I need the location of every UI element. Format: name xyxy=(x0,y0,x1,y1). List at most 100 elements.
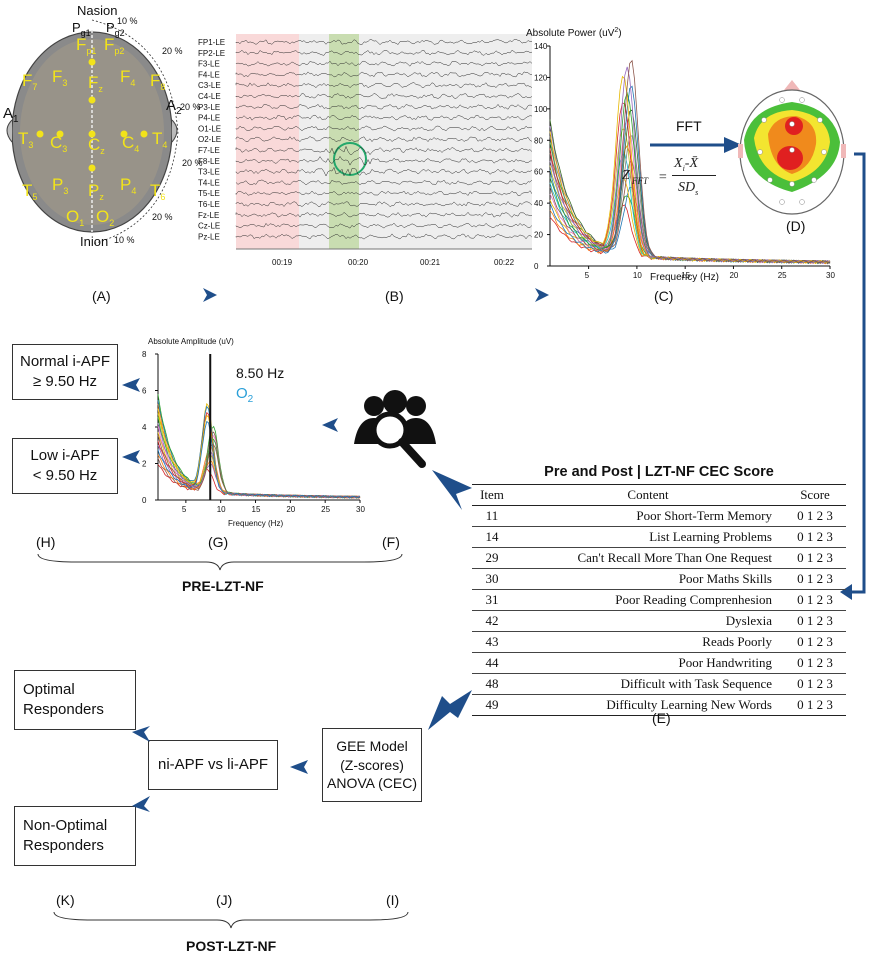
cec-score: 0 1 2 3 xyxy=(784,526,846,548)
x-tick: 20 xyxy=(729,271,738,280)
arrow-e-f xyxy=(432,470,472,510)
time-tick: 00:22 xyxy=(494,258,515,267)
eeg-channel-label: Fz-LE xyxy=(198,211,219,220)
electrode-label: Fp1 xyxy=(76,35,96,56)
eeg-trace xyxy=(235,136,532,143)
electrode-label: Fp2 xyxy=(104,35,124,56)
chart-g-xlabel: Frequency (Hz) xyxy=(228,519,283,528)
eeg-trace xyxy=(235,179,532,186)
pct20-1: 20 % xyxy=(162,46,183,56)
y-tick: 0 xyxy=(142,496,147,505)
y-tick: 6 xyxy=(142,387,147,396)
electrode-label: C4 xyxy=(122,133,139,154)
eeg-channel-label: P4-LE xyxy=(198,114,220,123)
x-tick: 25 xyxy=(321,505,330,514)
eeg-trace xyxy=(235,60,532,67)
eeg-channel-label: C4-LE xyxy=(198,92,221,101)
eeg-trace xyxy=(235,190,532,196)
y-tick: 120 xyxy=(534,73,548,82)
y-tick: 2 xyxy=(142,460,147,469)
cec-content: Difficult with Task Sequence xyxy=(512,673,784,695)
electrode-label: T4 xyxy=(152,129,167,150)
eeg-channel-label: O1-LE xyxy=(198,124,221,133)
x-tick: 10 xyxy=(217,505,226,514)
eeg-channel-label: Pz-LE xyxy=(198,232,220,241)
amplitude-spectrum-chart: Absolute Amplitude (uV) Frequency (Hz) 8… xyxy=(142,337,365,528)
y-tick: 20 xyxy=(534,231,543,240)
electrode-label: F3 xyxy=(52,67,67,88)
electrode-label: T3 xyxy=(18,129,33,150)
eeg-channel-label: T5-LE xyxy=(198,189,220,198)
normal-iapf-box: Normal i-APF≥ 9.50 Hz xyxy=(12,344,118,400)
spectrum-line xyxy=(157,431,361,499)
cec-content: Poor Maths Skills xyxy=(512,568,784,590)
electrode-label: P4 xyxy=(120,175,136,196)
nasion-label: Nasion xyxy=(77,3,117,18)
eeg-trace xyxy=(235,222,532,229)
eeg-trace xyxy=(235,211,532,218)
cec-score: 0 1 2 3 xyxy=(784,631,846,653)
arrow-g-h2 xyxy=(122,450,140,464)
eeg-trace xyxy=(235,145,532,156)
y-tick: 4 xyxy=(142,423,147,432)
inion-label: Inion xyxy=(80,234,108,249)
x-tick: 15 xyxy=(681,271,690,280)
eeg-channel-label: F4-LE xyxy=(198,70,220,79)
electrode-label: O2 xyxy=(96,207,114,228)
electrode-label: P3 xyxy=(52,175,68,196)
cec-item: 44 xyxy=(472,652,512,674)
cec-item: 42 xyxy=(472,610,512,632)
eeg-trace xyxy=(235,155,532,166)
eeg-trace xyxy=(235,49,532,56)
y-tick: 140 xyxy=(534,42,548,51)
y-tick: 40 xyxy=(534,199,543,208)
spectrum-line xyxy=(157,435,361,499)
cec-item: 30 xyxy=(472,568,512,590)
pct20-3: 20 % xyxy=(182,158,203,168)
panel-j-letter: (J) xyxy=(216,892,233,908)
x-tick: 20 xyxy=(286,505,295,514)
y-tick: 100 xyxy=(534,105,548,114)
panel-i-letter: (I) xyxy=(386,892,400,908)
electrode-label: T5 xyxy=(22,181,37,202)
cec-content: List Learning Problems xyxy=(512,526,784,548)
ear-right-label: A2 xyxy=(166,97,182,117)
eeg-trace xyxy=(235,233,532,240)
ear-left-label: A1 xyxy=(3,105,19,125)
spectrum-line xyxy=(157,444,361,499)
arrow-i-j xyxy=(290,760,308,774)
cec-score: 0 1 2 3 xyxy=(784,505,846,527)
electrode-label: Pz xyxy=(88,181,104,202)
x-tick: 30 xyxy=(826,271,835,280)
cec-score: 0 1 2 3 xyxy=(784,610,846,632)
arrow-e-i xyxy=(428,690,472,730)
pre-brace xyxy=(37,553,403,571)
cec-item: 29 xyxy=(472,547,512,569)
cec-score: 0 1 2 3 xyxy=(784,547,846,569)
eeg-trace xyxy=(235,201,532,207)
panel-k-letter: (K) xyxy=(56,892,75,908)
eeg-channel-label: Cz-LE xyxy=(198,222,220,231)
electrode-label: F8 xyxy=(150,71,165,92)
eeg-channel-label: T4-LE xyxy=(198,178,220,187)
chart-g-channel: O2 xyxy=(236,385,254,405)
eeg-trace xyxy=(235,166,532,177)
cec-item: 31 xyxy=(472,589,512,611)
eeg-trace xyxy=(235,82,532,89)
chart-g-ylabel: Absolute Amplitude (uV) xyxy=(148,337,234,346)
pct20-2: 20 % xyxy=(180,102,201,112)
cec-item: 11 xyxy=(472,505,512,527)
electrode-label: F4 xyxy=(120,67,135,88)
eeg-channel-label: T3-LE xyxy=(198,168,220,177)
chart-c-ylabel: Absolute Power (uV2) xyxy=(526,27,622,39)
comparison-box: ni-APF vs li-APF xyxy=(148,740,278,790)
cec-content: Difficulty Learning New Words xyxy=(512,694,784,716)
eeg-trace xyxy=(235,114,532,121)
